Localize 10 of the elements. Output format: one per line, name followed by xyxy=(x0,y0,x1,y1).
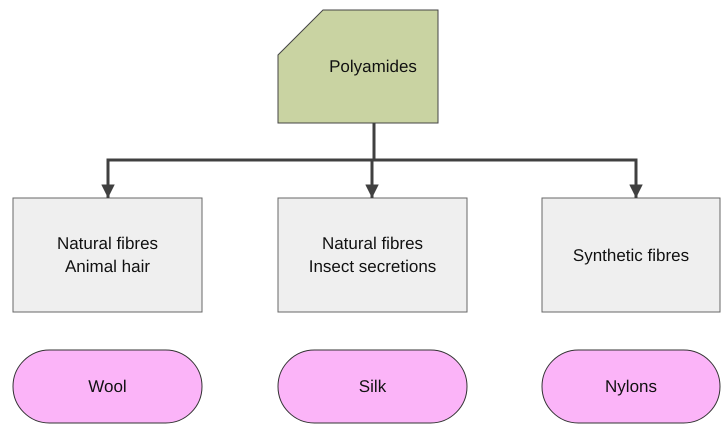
category-label: Synthetic fibres xyxy=(572,244,690,266)
category-label: Animal hair xyxy=(64,256,150,278)
example-label: Silk xyxy=(358,376,386,398)
category-label: Polyamides xyxy=(329,56,417,78)
example-label: Nylons xyxy=(605,376,657,398)
arrow xyxy=(372,123,643,198)
category-label: Natural fibres xyxy=(56,233,158,255)
category-label: Natural fibres xyxy=(322,233,424,255)
category-label: Insect secretions xyxy=(308,256,436,278)
example-label: Wool xyxy=(88,376,127,398)
